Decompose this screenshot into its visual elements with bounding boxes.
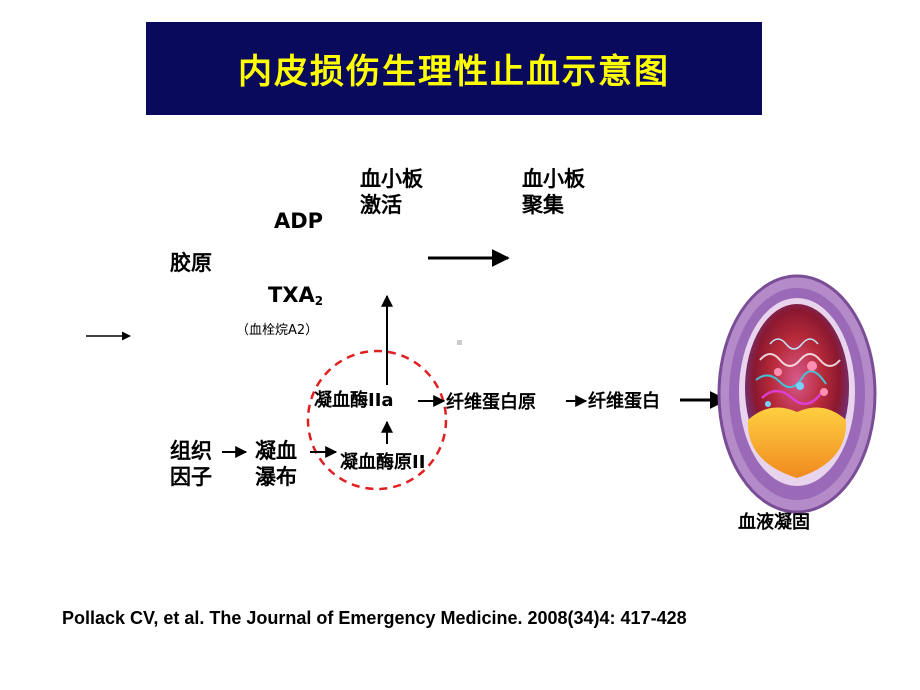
collagen-label: 胶原 — [170, 251, 212, 275]
stray-mark — [457, 340, 462, 345]
coag-cascade-label: 凝血 瀑布 — [255, 439, 297, 489]
title-banner: 内皮损伤生理性止血示意图 — [146, 22, 762, 115]
prothrombin-label: 凝血酶原II — [340, 452, 426, 473]
citation: Pollack CV, et al. The Journal of Emerge… — [62, 608, 687, 628]
fibrin-label: 纤维蛋白 — [588, 391, 660, 412]
tissue-factor-label: 组织 因子 — [170, 439, 212, 489]
txa2-subscript: 2 — [314, 294, 324, 308]
fibrinogen-label: 纤维蛋白原 — [446, 392, 536, 413]
adp-label: ADP — [274, 209, 324, 233]
blood-vessel-clot-image — [717, 274, 877, 514]
highlight-circle — [306, 349, 448, 491]
thrombin-label: 凝血酶IIa — [314, 390, 394, 411]
blood-clot-label: 血液凝固 — [738, 512, 810, 533]
txa2-note: （血栓烷A2） — [236, 323, 319, 338]
platelet-activation-label: 血小板 激活 — [360, 167, 423, 217]
platelet-aggregation-label: 血小板 聚集 — [522, 167, 585, 217]
page-title: 内皮损伤生理性止血示意图 — [238, 52, 670, 92]
txa2-label: TXA2 — [268, 283, 324, 308]
